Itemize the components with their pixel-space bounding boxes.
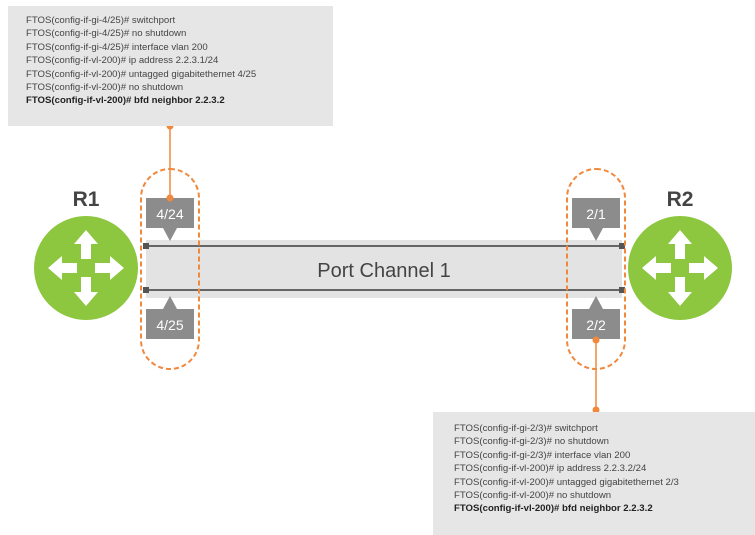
r1-port-top-label: 4/24 bbox=[156, 206, 183, 222]
r2-router-icon bbox=[628, 216, 732, 320]
r1-label: R1 bbox=[73, 188, 100, 211]
port-channel-band bbox=[146, 240, 622, 298]
r2-config-line: FTOS(config-if-gi-2/3)# interface vlan 2… bbox=[454, 449, 631, 461]
r2-label: R2 bbox=[667, 188, 694, 211]
r1-config-line: FTOS(config-if-gi-4/25)# no shutdown bbox=[26, 28, 187, 40]
r2-port-top-label: 2/1 bbox=[586, 206, 606, 222]
r1-config-box: FTOS(config-if-gi-4/25)# switchport FTOS… bbox=[8, 6, 333, 126]
r2-callout-dot-top bbox=[592, 336, 600, 344]
r1-config-line: FTOS(config-if-vl-200)# ip address 2.2.3… bbox=[26, 55, 219, 67]
r2-config-box: FTOS(config-if-gi-2/3)# switchport FTOS(… bbox=[433, 412, 755, 535]
r1-config-line: FTOS(config-if-vl-200)# untagged gigabit… bbox=[26, 68, 257, 80]
r1-config-line: FTOS(config-if-gi-4/25)# interface vlan … bbox=[26, 41, 208, 53]
r1-config-line: FTOS(config-if-gi-4/25)# switchport bbox=[26, 15, 176, 26]
r2-config-line: FTOS(config-if-gi-2/3)# switchport bbox=[454, 423, 598, 434]
r1-callout-dot-bottom bbox=[166, 194, 174, 202]
r2-config-line: FTOS(config-if-gi-2/3)# no shutdown bbox=[454, 436, 609, 448]
r1-config-line: FTOS(config-if-vl-200)# no shutdown bbox=[26, 81, 184, 93]
r2-port-bottom-label: 2/2 bbox=[586, 317, 606, 333]
link-endpoint bbox=[143, 243, 149, 249]
r2-config-line-bfd: FTOS(config-if-vl-200)# bfd neighbor 2.2… bbox=[454, 503, 653, 515]
link-endpoint bbox=[619, 243, 625, 249]
link-endpoint bbox=[619, 287, 625, 293]
r1-port-bottom-label: 4/25 bbox=[156, 317, 183, 333]
r1-port-bottom: 4/25 bbox=[146, 296, 194, 339]
link-endpoint bbox=[143, 287, 149, 293]
r1-config-line-bfd: FTOS(config-if-vl-200)# bfd neighbor 2.2… bbox=[26, 95, 225, 107]
r1-router-icon bbox=[34, 216, 138, 320]
r2-config-line: FTOS(config-if-vl-200)# no shutdown bbox=[454, 489, 612, 501]
port-channel-label: Port Channel 1 bbox=[317, 260, 450, 282]
r2-port-top: 2/1 bbox=[572, 198, 620, 241]
r2-port-bottom: 2/2 bbox=[572, 296, 620, 339]
r2-config-line: FTOS(config-if-vl-200)# ip address 2.2.3… bbox=[454, 463, 647, 475]
r2-config-line: FTOS(config-if-vl-200)# untagged gigabit… bbox=[454, 476, 679, 488]
r2-callout-dot-bottom bbox=[592, 406, 600, 414]
r1-port-top: 4/24 bbox=[146, 198, 194, 241]
